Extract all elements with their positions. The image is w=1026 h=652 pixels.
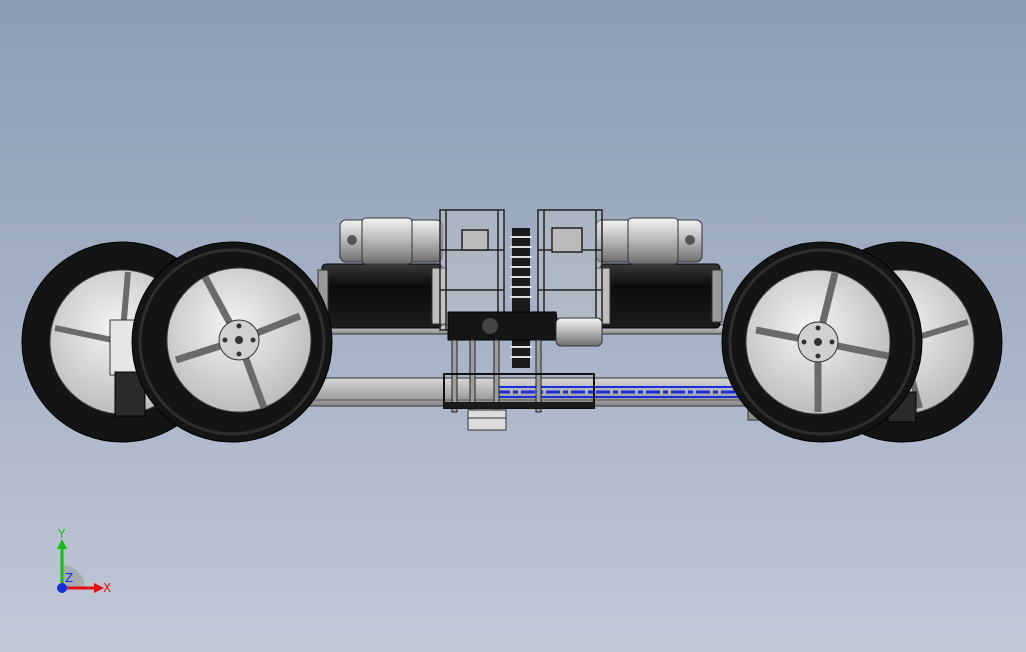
- small-motor-left[interactable]: [339, 217, 443, 265]
- x-axis-label: X: [103, 581, 111, 595]
- wheel-left-front[interactable]: [131, 241, 333, 443]
- gear-stack[interactable]: [510, 228, 532, 368]
- orientation-triad[interactable]: Y X Z: [40, 525, 120, 605]
- lower-mount-plate[interactable]: [443, 373, 595, 431]
- drive-motor-left[interactable]: [317, 263, 447, 329]
- steering-gearbox[interactable]: [447, 311, 603, 347]
- triad-plane-indicator: [62, 565, 85, 588]
- y-axis-label: Y: [57, 527, 66, 541]
- wheel-right-front[interactable]: [721, 241, 923, 443]
- small-motor-right[interactable]: [595, 217, 703, 265]
- gearbox-frame[interactable]: [439, 209, 603, 331]
- support-posts[interactable]: [451, 339, 542, 413]
- z-axis-dot: [57, 583, 67, 593]
- z-axis-label: Z: [65, 571, 73, 585]
- x-axis-arrow: [94, 583, 104, 593]
- y-axis-arrow: [57, 539, 67, 549]
- drive-motor-right[interactable]: [595, 263, 723, 329]
